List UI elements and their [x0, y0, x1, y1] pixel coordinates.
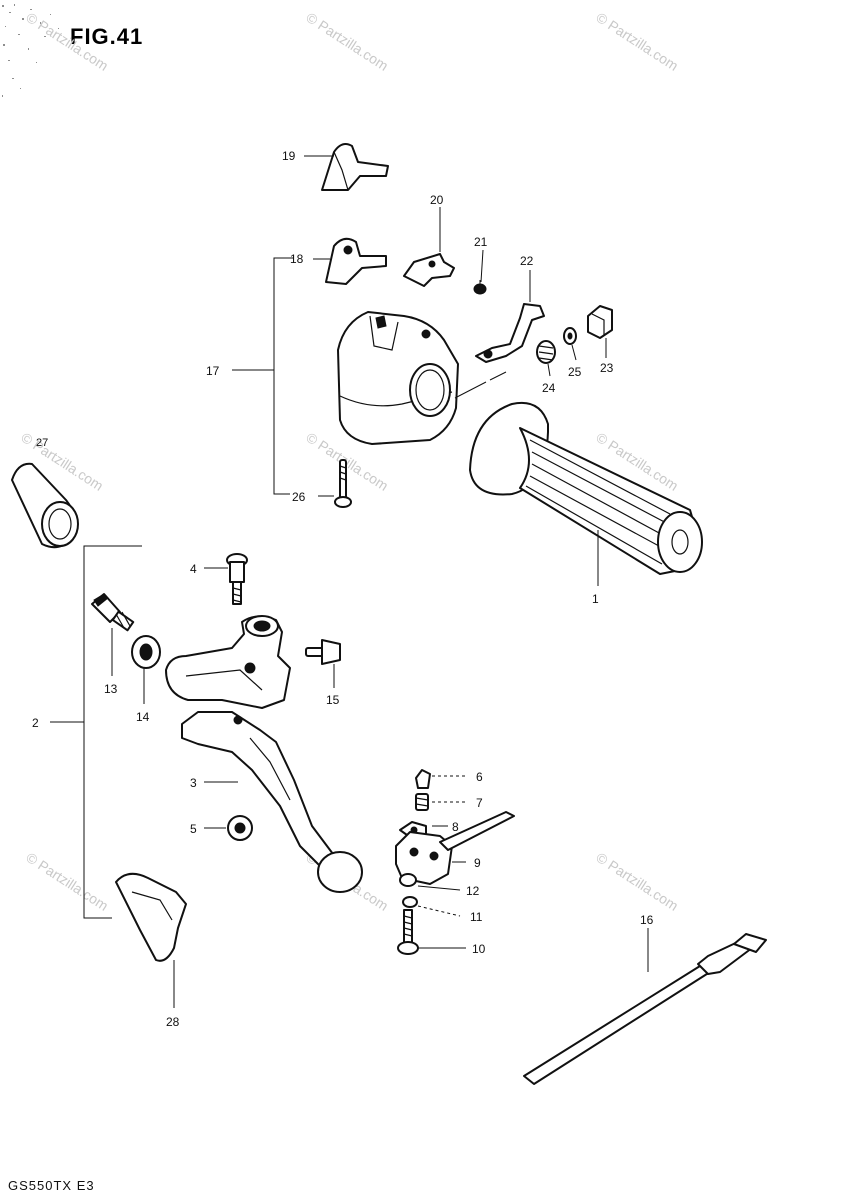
leader-line — [489, 371, 507, 381]
part-12-washer — [399, 873, 417, 887]
callout-28: 28 — [166, 1015, 180, 1029]
part-21-screw — [473, 280, 487, 295]
part-4-bolt — [226, 553, 248, 605]
part-24-spring — [536, 340, 556, 364]
callout-6: 6 — [476, 770, 483, 784]
part-6-cap — [415, 769, 431, 789]
callout-2: 2 — [32, 716, 39, 730]
scan-noise-corner — [2, 4, 59, 97]
callout-16: 16 — [640, 913, 654, 927]
callout-17: 17 — [206, 364, 220, 378]
callout-19: 19 — [282, 149, 296, 163]
callout-22: 22 — [520, 254, 534, 268]
part-7-spring — [415, 793, 429, 811]
leader-line — [417, 885, 461, 891]
part-28-cover — [115, 872, 187, 962]
leader-line — [571, 344, 577, 361]
callout-26: 26 — [292, 490, 306, 504]
leader-line — [454, 381, 487, 399]
part-16-cable-tie — [523, 933, 767, 1085]
watermark: © Partzilla.com — [303, 9, 391, 74]
callout-21: 21 — [474, 235, 488, 249]
callout-27: 27 — [36, 437, 48, 449]
part-13-adjuster — [91, 593, 135, 632]
callout-labels: 1 2 3 4 5 6 7 8 9 10 11 12 13 14 15 16 1… — [32, 149, 654, 1029]
callout-14: 14 — [136, 710, 150, 724]
part-23-switch — [587, 305, 613, 339]
group-bracket-17 — [273, 257, 294, 495]
watermark: © Partzilla.com — [23, 849, 111, 914]
leader-line — [417, 905, 461, 917]
part-27-boot — [11, 462, 79, 549]
part-26-screw — [334, 459, 352, 508]
watermark: © Partzilla.com — [593, 9, 681, 74]
figure-title: FIG.41 — [70, 24, 143, 49]
callout-11: 11 — [470, 910, 483, 924]
callout-8: 8 — [452, 820, 459, 834]
callout-4: 4 — [190, 562, 197, 576]
part-1-grip — [469, 402, 703, 575]
part-17-switch-housing — [337, 311, 459, 445]
part-10-screw — [397, 909, 419, 955]
callout-18: 18 — [290, 252, 304, 266]
part-14-locknut — [131, 635, 161, 669]
callout-10: 10 — [472, 942, 486, 956]
callout-5: 5 — [190, 822, 197, 836]
callout-15: 15 — [326, 693, 340, 707]
callout-1: 1 — [592, 592, 599, 606]
callout-13: 13 — [104, 682, 118, 696]
callout-23: 23 — [600, 361, 614, 375]
callout-25: 25 — [568, 365, 582, 379]
callout-20: 20 — [430, 193, 444, 207]
part-20-clamp — [403, 253, 455, 287]
model-code: GS550TX E3 — [8, 1178, 95, 1193]
part-9-switch — [395, 811, 515, 885]
part-15-screw — [305, 639, 341, 665]
part-3-lever — [181, 711, 363, 893]
callout-12: 12 — [466, 884, 480, 898]
lever-bracket — [165, 615, 291, 709]
callout-24: 24 — [542, 381, 556, 395]
leader-line — [547, 363, 551, 377]
group-bracket-2 — [83, 545, 142, 919]
watermark: © Partzilla.com — [593, 849, 681, 914]
part-25-nut — [563, 327, 577, 345]
callout-9: 9 — [474, 856, 481, 870]
part-18-clamp — [325, 237, 387, 285]
leader-line — [480, 249, 484, 283]
part-5-nut — [227, 815, 253, 841]
part-22-bracket — [475, 303, 545, 363]
callout-3: 3 — [190, 776, 197, 790]
callout-7: 7 — [476, 796, 483, 810]
part-11-washer — [402, 896, 418, 908]
part-19-clamp — [321, 143, 389, 191]
